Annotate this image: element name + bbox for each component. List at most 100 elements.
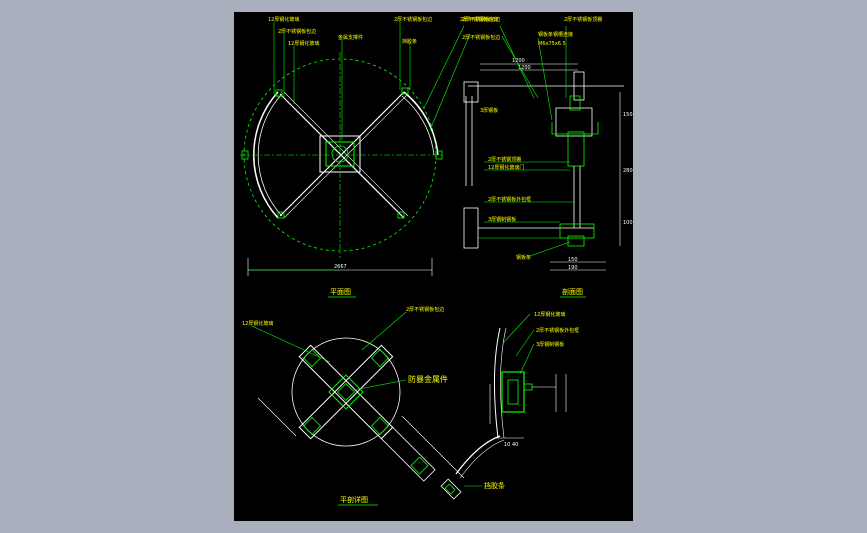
plan-dim-total: 2667 bbox=[334, 264, 347, 270]
detail-dim-diag bbox=[257, 397, 297, 437]
detail-center-box bbox=[328, 374, 364, 410]
section-label-2: 2厚不锈钢板顶棚 bbox=[564, 16, 602, 23]
side-bolt bbox=[523, 383, 533, 391]
plan-diagonal-2 bbox=[279, 91, 405, 217]
section-ceiling-left bbox=[463, 81, 479, 103]
plan-label-right: 挡胶条 bbox=[402, 38, 417, 45]
section-dim-top2-text: 1200 bbox=[518, 65, 531, 71]
side-label-2: 3厚钢制钢板 bbox=[536, 341, 564, 348]
section-dim-b1: 150 bbox=[568, 257, 578, 263]
detail-leader-2 bbox=[361, 311, 407, 351]
plan-edge-right bbox=[435, 150, 443, 160]
cad-drawing: 12厚钢化玻璃 2厚不锈钢板包边 12厚钢化玻璃 金属支撑件 2厚不锈钢板包边 … bbox=[240, 16, 633, 506]
section-ceiling-block bbox=[573, 71, 585, 101]
detail-title: 平剖详图 bbox=[340, 495, 368, 504]
plan-node-tl bbox=[275, 89, 283, 97]
section-leader-9 bbox=[529, 241, 571, 257]
section-dim-r1: 150 bbox=[623, 112, 633, 118]
detail-curved-leaf bbox=[455, 435, 501, 475]
section-door-top bbox=[567, 131, 585, 167]
side-dim-d2: 40 bbox=[512, 442, 518, 448]
detail-label-0: 12厚钢化玻璃 bbox=[242, 320, 273, 327]
side-dim-d1: 10 bbox=[504, 442, 510, 448]
plan-node-bl bbox=[277, 211, 285, 219]
detail-leader-3 bbox=[353, 379, 407, 391]
section-note-4: 3厚钢板 bbox=[480, 107, 498, 114]
detail-center-inner bbox=[336, 382, 356, 402]
detail-extension-node bbox=[410, 456, 429, 475]
detail-view: 12厚钢化玻璃 2厚不锈钢板包边 防暴金属件 挡胶条 平剖详图 bbox=[242, 306, 505, 506]
plan-label-2: 12厚钢化玻璃 bbox=[288, 40, 319, 47]
plan-node-br bbox=[397, 211, 405, 219]
plan-right-arc-inner bbox=[401, 95, 435, 156]
drawing-sheet: 12厚钢化玻璃 2厚不锈钢板包边 12厚钢化玻璃 金属支撑件 2厚不锈钢板包边 … bbox=[234, 12, 633, 521]
section-label-1: 2厚不锈钢板包边 bbox=[462, 34, 500, 41]
side-leader-3 bbox=[519, 343, 535, 375]
side-leader-1 bbox=[503, 313, 531, 343]
section-label-0: 2厚不锈钢板包边 bbox=[462, 16, 500, 23]
section-top-housing bbox=[555, 107, 593, 137]
plan-diagonal-2b bbox=[283, 93, 409, 219]
detail-arm-2 bbox=[298, 344, 394, 440]
section-floor-left bbox=[463, 207, 479, 249]
section-dim-b2: 190 bbox=[568, 265, 578, 271]
section-dim-r3: 100 bbox=[623, 220, 633, 226]
side-label-0: 12厚钢化玻璃 bbox=[534, 311, 565, 318]
plan-label-0: 12厚钢化玻璃 bbox=[268, 16, 299, 23]
detail-arm-end-4 bbox=[303, 416, 322, 435]
plan-diagonal-1b bbox=[283, 91, 409, 217]
detail-arm-end-1 bbox=[303, 349, 322, 368]
plan-label-4: 2厚不锈钢板包边 bbox=[394, 16, 432, 23]
detail-end-node bbox=[444, 483, 456, 495]
section-floor-box bbox=[559, 223, 595, 239]
plan-label-3: 金属支撑件 bbox=[338, 34, 363, 41]
side-detail-view: 12厚钢化玻璃 2厚不锈钢板外包框 3厚钢制钢板 10 40 bbox=[489, 311, 579, 448]
detail-extension bbox=[380, 426, 436, 482]
detail-bottom-label: 挡胶条 bbox=[484, 481, 505, 490]
plan-left-arc-inner bbox=[257, 93, 283, 217]
side-leader-2 bbox=[515, 329, 535, 357]
section-label-spec: M6x75x6.5 bbox=[538, 41, 566, 47]
section-pivot-bottom bbox=[567, 235, 585, 247]
plan-leader-1 bbox=[273, 22, 281, 99]
side-frame-box bbox=[501, 371, 525, 413]
plan-label-5: 2厚不锈钢板面饰 bbox=[460, 16, 498, 23]
section-note-1: 12厚钢化玻璃门 bbox=[488, 164, 524, 171]
plan-title: 平面图 bbox=[330, 288, 351, 296]
section-note-0: 2厚不锈钢顶棚 bbox=[488, 156, 521, 163]
section-dim-top-text: 1200 bbox=[512, 58, 525, 64]
side-label-1: 2厚不锈钢板外包框 bbox=[536, 327, 579, 334]
detail-dim-diag2 bbox=[401, 415, 465, 479]
detail-leader-1 bbox=[251, 325, 331, 363]
side-glass-curve2 bbox=[500, 327, 507, 439]
detail-curved-leaf-inner bbox=[459, 439, 505, 479]
plan-diagonal-1 bbox=[279, 93, 405, 219]
section-leader-4 bbox=[537, 37, 553, 121]
section-note-5: 钢板条 bbox=[516, 254, 531, 261]
section-top-channel bbox=[551, 122, 599, 135]
side-frame-inner bbox=[507, 379, 519, 405]
plan-node-tr bbox=[401, 87, 409, 95]
detail-end-block bbox=[440, 478, 462, 500]
section-note-3: 3厚钢制钢板 bbox=[488, 216, 516, 223]
plan-view: 12厚钢化玻璃 2厚不锈钢板包边 12厚钢化玻璃 金属支撑件 2厚不锈钢板包边 … bbox=[240, 16, 498, 298]
side-glass-curve bbox=[493, 327, 501, 439]
detail-arm-1 bbox=[298, 344, 394, 440]
section-dim-r2: 2800 bbox=[623, 168, 633, 174]
plan-edge-left bbox=[241, 150, 249, 160]
plan-leader-7 bbox=[423, 25, 465, 109]
plan-right-arc bbox=[403, 91, 439, 156]
plan-leader-8 bbox=[429, 33, 471, 131]
plan-label-1: 2厚不锈钢板包边 bbox=[278, 28, 316, 35]
detail-arm-end-2 bbox=[370, 416, 389, 435]
detail-callout: 防暴金属件 bbox=[408, 374, 448, 384]
section-title: 剖面图 bbox=[562, 287, 583, 296]
detail-arm-end-3 bbox=[370, 349, 389, 368]
detail-label-1: 2厚不锈钢板包边 bbox=[406, 306, 444, 313]
section-leader-2 bbox=[501, 35, 539, 99]
section-view: 1200 1200 150 2800 100 150 190 bbox=[462, 16, 633, 298]
section-label-3: 钢板条钢槽连接 bbox=[538, 31, 573, 38]
section-note-2: 2厚不锈钢板外包框 bbox=[488, 196, 531, 203]
detail-circle bbox=[291, 337, 401, 447]
section-pivot-top bbox=[569, 95, 581, 111]
